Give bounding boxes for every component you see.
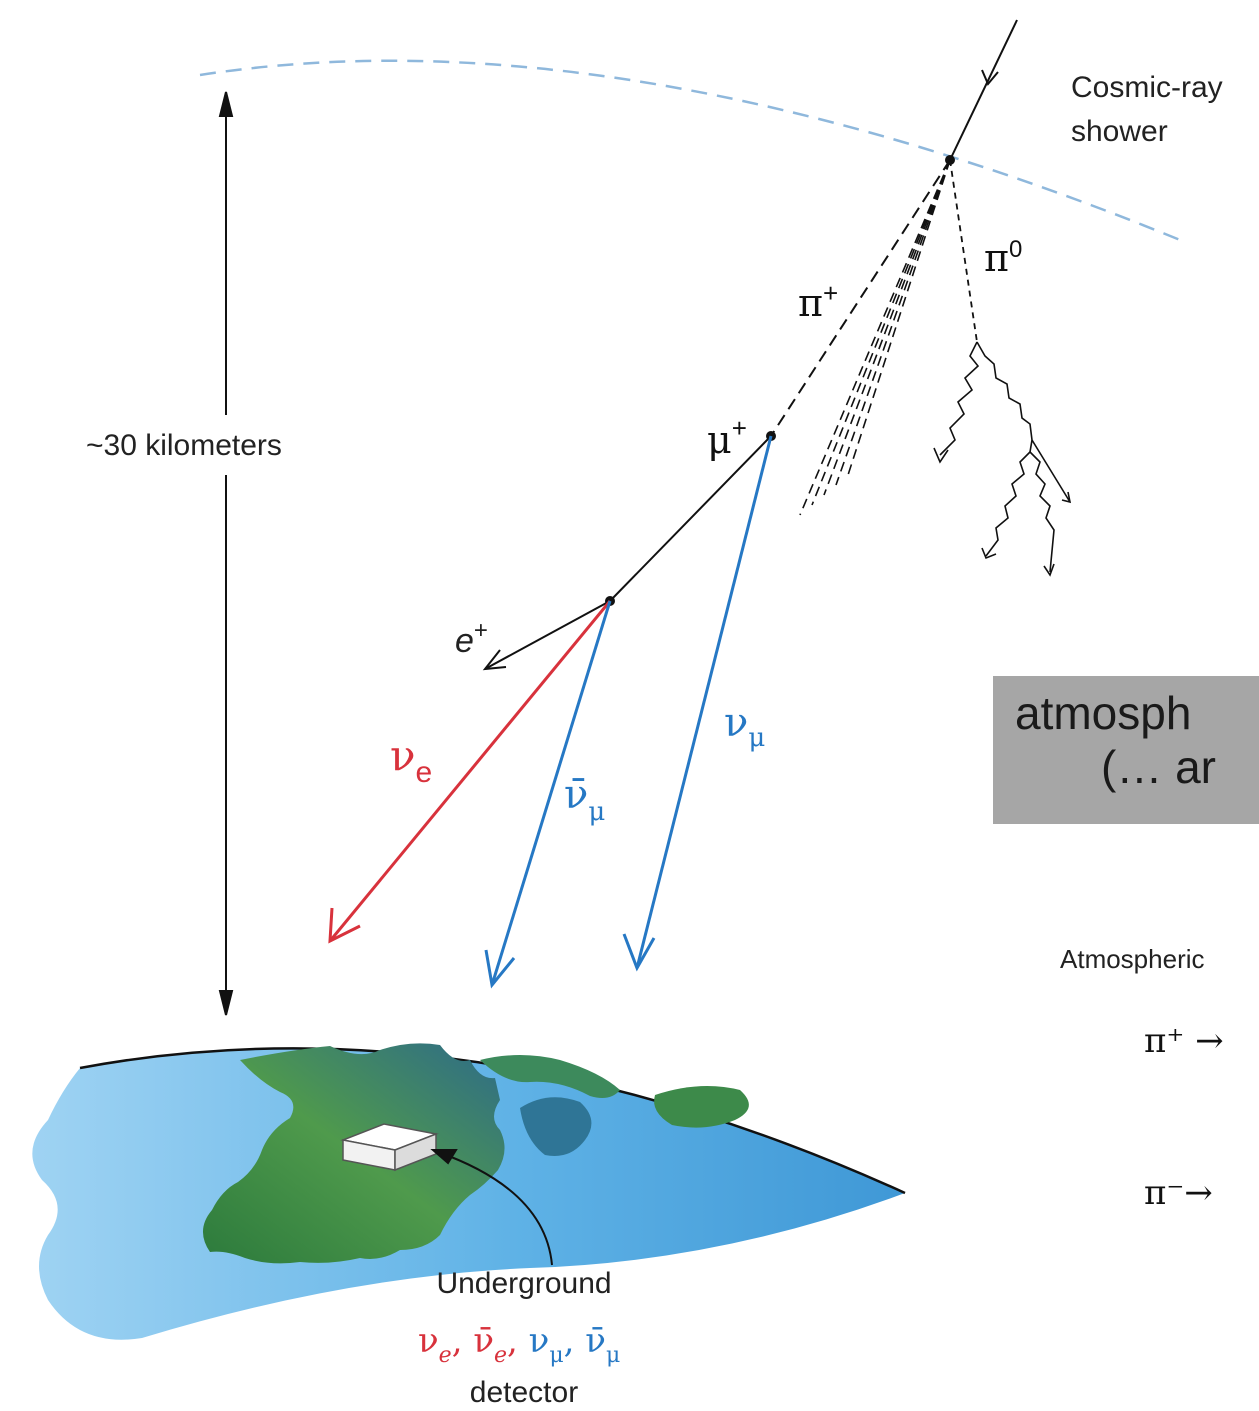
equation-pi-plus: π⁺ → bbox=[1144, 1021, 1224, 1061]
gamma-cascade bbox=[933, 341, 1072, 577]
mu-plus-label: μ+ bbox=[707, 413, 747, 462]
pi-plus-track bbox=[770, 159, 951, 437]
hadron-jet bbox=[799, 159, 951, 516]
cosmic-ray-track bbox=[949, 19, 1018, 161]
muon-track bbox=[609, 435, 772, 602]
detector-species: νe, ν̄e, νμ, ν̄μ bbox=[418, 1321, 620, 1368]
caption-box: atmosph (… ar bbox=[993, 676, 1259, 824]
continent-right bbox=[654, 1086, 749, 1128]
distance-arrow bbox=[218, 91, 234, 1016]
nu-mu-track bbox=[622, 435, 773, 972]
caption-line1: atmosph bbox=[1015, 687, 1192, 739]
detector-pointer bbox=[430, 1149, 553, 1266]
distance-label: ~30 kilometers bbox=[86, 429, 282, 462]
nu-mu-bar-label: ν̄μ bbox=[564, 772, 605, 827]
pi-plus-label: π+ bbox=[798, 278, 838, 325]
e-plus-label: e+ bbox=[455, 617, 488, 660]
atmosphere-edge bbox=[199, 59, 1186, 244]
detector-label-line1: Underground bbox=[436, 1267, 611, 1300]
nu-mu-label: νμ bbox=[724, 700, 765, 753]
equation-pi-minus: π⁻→ bbox=[1144, 1173, 1213, 1213]
cosmic-ray-label-line1: Cosmic-ray bbox=[1071, 71, 1223, 104]
detector-label-line3: detector bbox=[470, 1376, 578, 1409]
pi-zero-label: π0 bbox=[984, 236, 1022, 280]
nu-mu-bar-track bbox=[484, 600, 612, 989]
nu-e-track bbox=[328, 600, 612, 944]
detector-box bbox=[340, 1123, 439, 1172]
equations-heading: Atmospheric bbox=[1060, 944, 1205, 974]
nu-e-label: νe bbox=[390, 731, 432, 789]
positron-track bbox=[482, 600, 611, 671]
island-east bbox=[520, 1097, 592, 1156]
pi-zero-track bbox=[949, 159, 978, 343]
caption-line2: (… ar bbox=[1101, 741, 1216, 793]
cosmic-ray-label-line2: shower bbox=[1071, 115, 1168, 148]
island-north bbox=[480, 1055, 620, 1098]
earth-horizon bbox=[79, 1047, 906, 1195]
